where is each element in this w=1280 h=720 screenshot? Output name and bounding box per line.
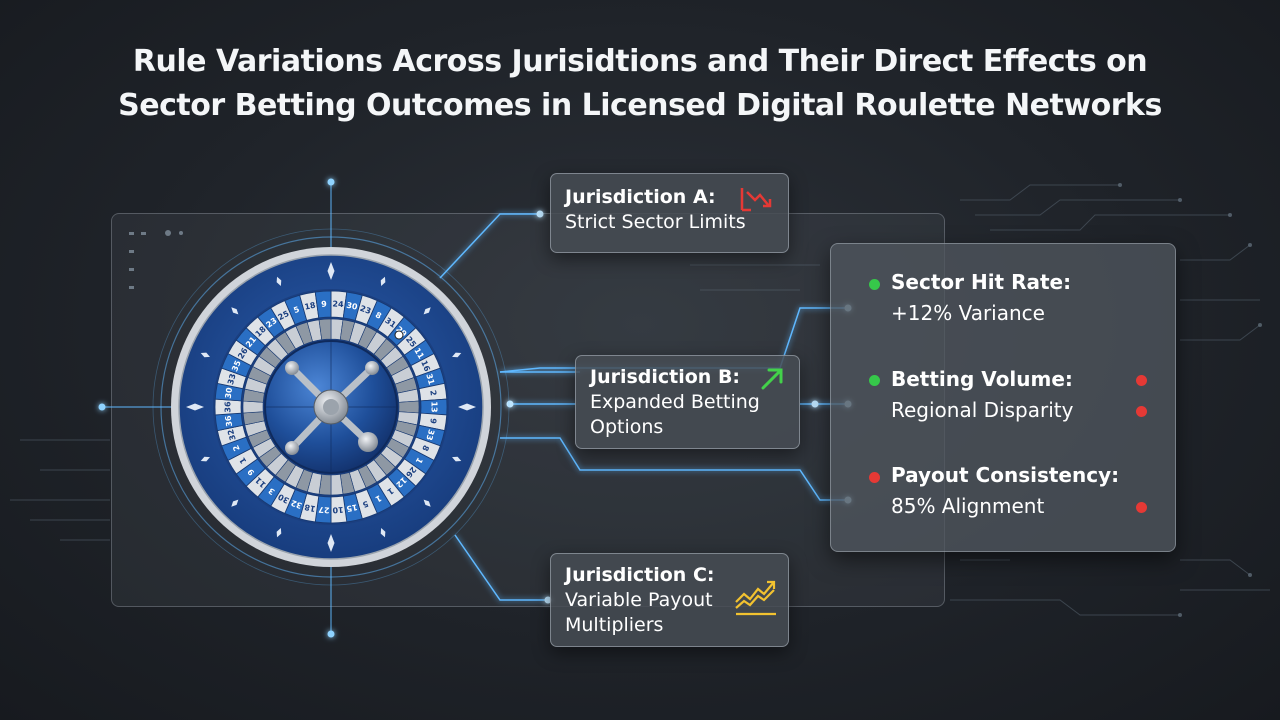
jurisdiction-b-desc-1: Expanded Betting: [590, 391, 760, 413]
roulette-ball: [394, 330, 404, 340]
wheel-diamond: [231, 499, 239, 507]
wheel-diamond: [200, 456, 210, 462]
wheel-number: 36: [224, 414, 234, 427]
connector-c: [454, 534, 548, 601]
trend-up-icon: [761, 368, 783, 390]
metric-3-label: Payout Consistency:: [891, 463, 1120, 487]
jurisdiction-c-card: Jurisdiction C: Variable Payout Multipli…: [550, 553, 789, 647]
wheel-number: 24: [332, 299, 344, 309]
trend-down-icon: [740, 188, 772, 212]
wheel-number: 9: [246, 467, 257, 477]
wheel-number: 1: [413, 456, 424, 466]
page-title: Rule Variations Across Jurisidtions and …: [0, 40, 1280, 128]
wheel-number: 33: [226, 373, 238, 386]
wheel-number: 9: [428, 418, 438, 425]
wheel-number: 8: [420, 444, 431, 453]
jurisdiction-b-card: Jurisdiction B: Expanded Betting Options: [575, 355, 800, 449]
metric-1-value: +12% Variance: [891, 301, 1045, 325]
wheel-number: 2: [428, 390, 438, 397]
wheel-number: 3: [267, 486, 277, 497]
metric-payout-consistency: Payout Consistency: 85% Alignment: [891, 460, 1119, 522]
chart-rising-icon: [735, 580, 776, 616]
wheel-diamond: [423, 499, 431, 507]
metric-3-indicator-1: [1136, 502, 1147, 513]
wheel-number: 9: [321, 300, 328, 309]
jurisdiction-b-title: Jurisdiction B:: [590, 366, 741, 388]
wheel-pocket: [314, 290, 332, 319]
wheel-number: 15: [345, 502, 358, 513]
wheel-diamond: [327, 534, 335, 552]
wheel-number: 30: [346, 301, 359, 312]
wheel-diamond: [186, 403, 204, 411]
wheel-diamond: [458, 403, 476, 411]
wheel-number: 1: [373, 493, 382, 504]
jurisdiction-c-desc-1: Variable Payout: [565, 589, 713, 611]
wheel-number: 31: [424, 373, 436, 387]
wheel-number: 23: [359, 304, 373, 316]
metric-1-status-dot: [869, 279, 880, 290]
wheel-diamond: [231, 307, 239, 315]
metric-2-status-dot: [869, 375, 880, 386]
wheel-number: 1: [237, 455, 248, 465]
wheel-number: 2: [231, 444, 241, 453]
title-line-2: Sector Betting Outcomes in Licensed Digi…: [118, 88, 1162, 123]
metric-2-label: Betting Volume:: [891, 367, 1073, 391]
metric-3-status-dot: [869, 472, 880, 483]
wheel-diamonds: [186, 262, 476, 552]
wheel-number: 33: [424, 428, 436, 441]
wheel-diamond: [276, 276, 282, 286]
jurisdiction-a-card: Jurisdiction A: Strict Sector Limits: [550, 173, 789, 253]
metric-2-indicator-1: [1136, 375, 1147, 386]
metric-sector-hit-rate: Sector Hit Rate: +12% Variance: [891, 267, 1071, 329]
wheel-number: 5: [361, 499, 370, 509]
jurisdiction-a-desc: Strict Sector Limits: [565, 211, 746, 233]
connector-a: [439, 213, 540, 279]
wheel-number: 10: [332, 505, 344, 515]
wheel-number: 32: [290, 498, 304, 510]
metric-3-value: 85% Alignment: [891, 494, 1045, 518]
wheel-number: 5: [292, 305, 301, 315]
wheel-turret: [285, 361, 379, 455]
jurisdiction-b-desc-2: Options: [590, 416, 664, 438]
wheel-number: 13: [430, 401, 439, 412]
number-ring: 2430238312925111631213933812612115151027…: [214, 290, 448, 524]
wheel-number: 36: [224, 401, 233, 413]
wheel-diamond: [380, 276, 386, 286]
wheel-number: 35: [230, 359, 243, 373]
wheel-diamond: [452, 352, 462, 358]
metrics-panel: Sector Hit Rate: +12% Variance Betting V…: [830, 243, 1176, 552]
wheel-number: 32: [226, 428, 238, 441]
wheel-number: 27: [318, 505, 330, 515]
wheel-number: 16: [419, 359, 432, 373]
wheel-diamond: [452, 456, 462, 462]
jurisdiction-c-title: Jurisdiction C:: [565, 564, 715, 586]
metric-betting-volume: Betting Volume: Regional Disparity: [891, 364, 1073, 426]
jurisdiction-c-desc-2: Multipliers: [565, 614, 664, 636]
wheel-number: 30: [224, 386, 234, 399]
wheel-diamond: [327, 262, 335, 280]
wheel-inner-pocket: [318, 318, 332, 340]
wheel-number: 18: [304, 301, 317, 312]
wheel-diamond: [276, 528, 282, 538]
axis-nodes: [98, 178, 335, 638]
wheel-diamond: [423, 307, 431, 315]
wheel-number: 8: [374, 310, 383, 321]
jurisdiction-a-title: Jurisdiction A:: [565, 186, 716, 208]
wheel-diamond: [380, 528, 386, 538]
metric-2-value: Regional Disparity: [891, 398, 1074, 422]
wheel-number: 18: [303, 502, 316, 513]
metric-1-label: Sector Hit Rate:: [891, 270, 1072, 294]
wheel-number: 1: [385, 486, 395, 497]
metric-2-indicator-2: [1136, 406, 1147, 417]
wheel-diamond: [200, 352, 210, 358]
title-line-1: Rule Variations Across Jurisidtions and …: [132, 44, 1148, 79]
